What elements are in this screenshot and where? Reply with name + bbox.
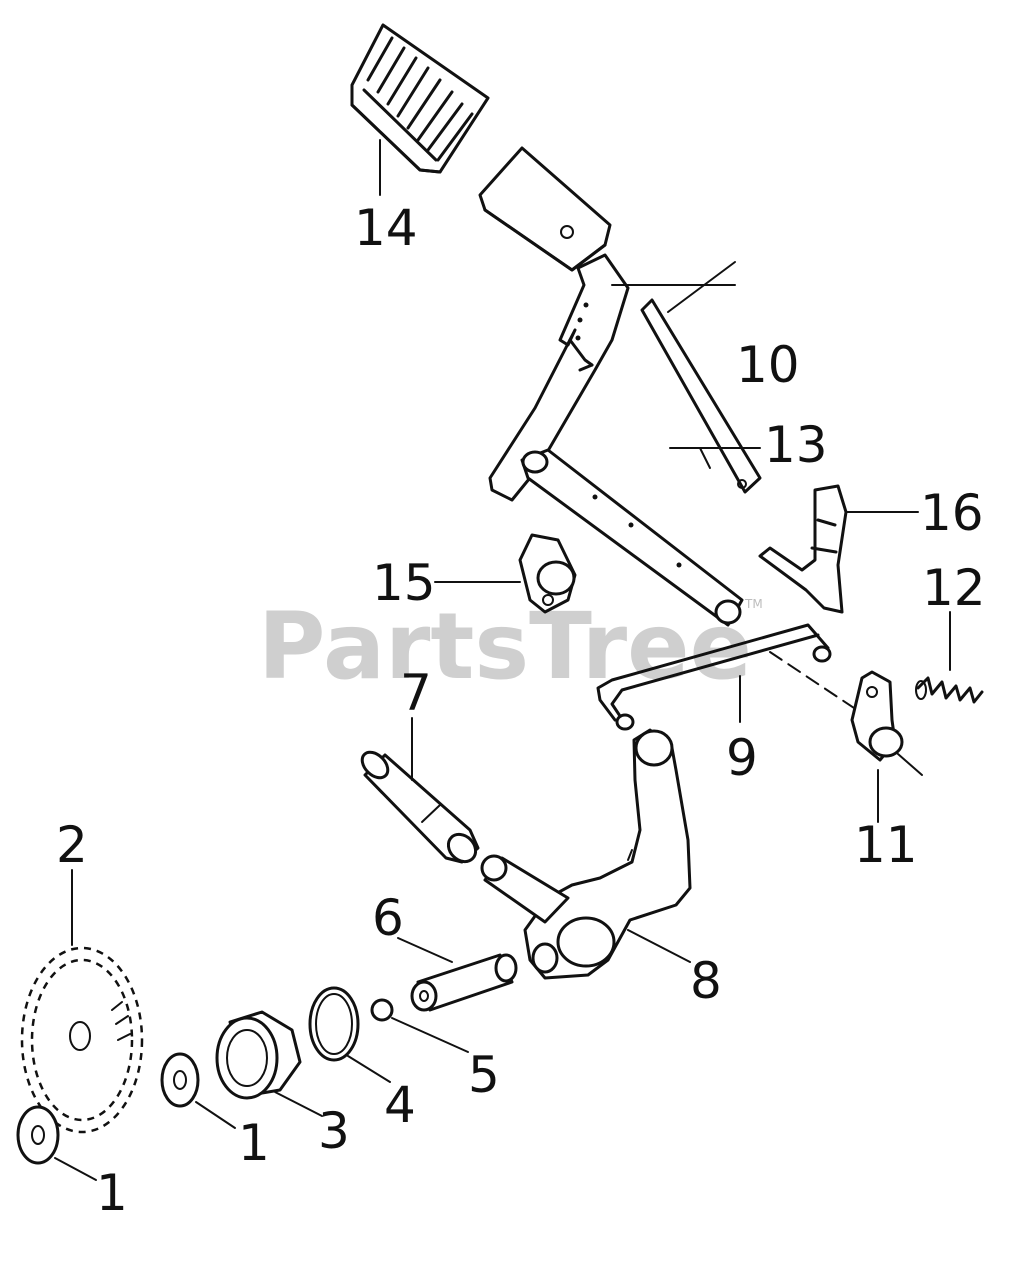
callout-14: 14	[354, 199, 418, 257]
part-12-spring[interactable]	[915, 676, 984, 704]
callout-6: 6	[372, 889, 404, 947]
part-8-lever[interactable]	[480, 728, 692, 980]
leader-1-upper	[195, 1101, 236, 1129]
callout-13: 13	[764, 416, 828, 474]
callout-10: 10	[736, 336, 800, 394]
callout-1-lower: 1	[96, 1164, 128, 1222]
leader-10b	[667, 261, 736, 313]
part-7-pin[interactable]	[357, 747, 481, 867]
part-1-washer-lower[interactable]	[16, 1105, 60, 1165]
part-15-bracket[interactable]	[518, 533, 577, 614]
part-16-clip[interactable]	[758, 484, 848, 614]
part-3-bushing[interactable]	[215, 1010, 302, 1100]
callout-5: 5	[468, 1046, 500, 1104]
leader-1-lower	[54, 1157, 97, 1181]
callout-11: 11	[854, 816, 918, 874]
callout-7: 7	[400, 664, 432, 722]
callout-2: 2	[56, 816, 88, 874]
part-10-pedal-arm[interactable]	[478, 146, 744, 627]
part-6-sleeve[interactable]	[410, 953, 518, 1012]
callout-3: 3	[318, 1102, 350, 1160]
leader-6	[397, 937, 453, 963]
leader-5	[391, 1017, 469, 1053]
part-4-o-ring[interactable]	[308, 986, 360, 1062]
leader-4	[347, 1055, 391, 1083]
part-1-washer-upper[interactable]	[160, 1052, 200, 1108]
callout-1-upper: 1	[238, 1114, 270, 1172]
part-2-gear[interactable]	[20, 946, 144, 1134]
watermark-trademark: TM	[744, 597, 763, 611]
watermark-text: PartsTree	[258, 593, 752, 700]
callout-4: 4	[384, 1076, 416, 1134]
part-14-pedal-pad[interactable]	[350, 23, 490, 174]
leader-8	[627, 929, 691, 963]
leader-3	[274, 1091, 323, 1117]
callout-9: 9	[726, 729, 758, 787]
part-9-rod[interactable]	[596, 623, 867, 731]
part-5-ball[interactable]	[370, 998, 394, 1022]
callout-8: 8	[690, 952, 722, 1010]
callout-16: 16	[920, 484, 984, 542]
part-11-clevis[interactable]	[850, 670, 923, 776]
part-13-plate[interactable]	[640, 298, 762, 494]
callout-15: 15	[372, 554, 436, 612]
callout-12: 12	[922, 559, 986, 617]
